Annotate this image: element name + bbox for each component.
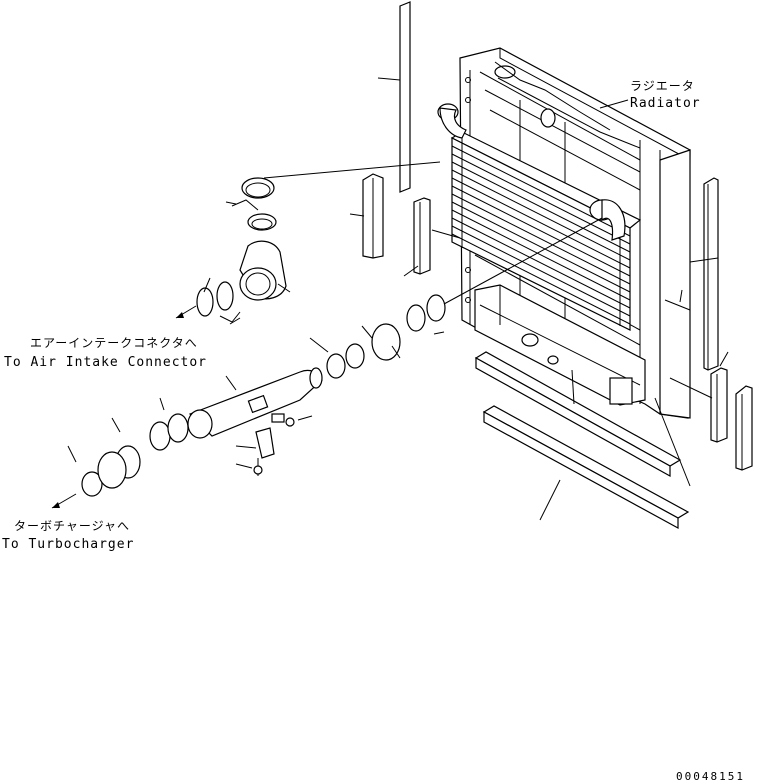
radiator-label-en: Radiator — [630, 96, 701, 111]
air-intake-label-jp: エアーインテークコネクタへ — [30, 336, 198, 350]
upper-hose-group — [175, 161, 441, 323]
aftercooler-core — [437, 103, 642, 331]
leader-lines — [67, 77, 729, 521]
drawing-number: 00048151 — [676, 770, 745, 783]
turbo-label-jp: ターボチャージャへ — [14, 519, 130, 533]
seal-strips — [362, 1, 753, 530]
turbo-label-en: To Turbocharger — [2, 537, 134, 552]
radiator-label-jp: ラジエータ — [630, 79, 695, 93]
intercooler-pipe-group — [51, 217, 603, 509]
air-intake-label-en: To Air Intake Connector — [4, 355, 207, 370]
